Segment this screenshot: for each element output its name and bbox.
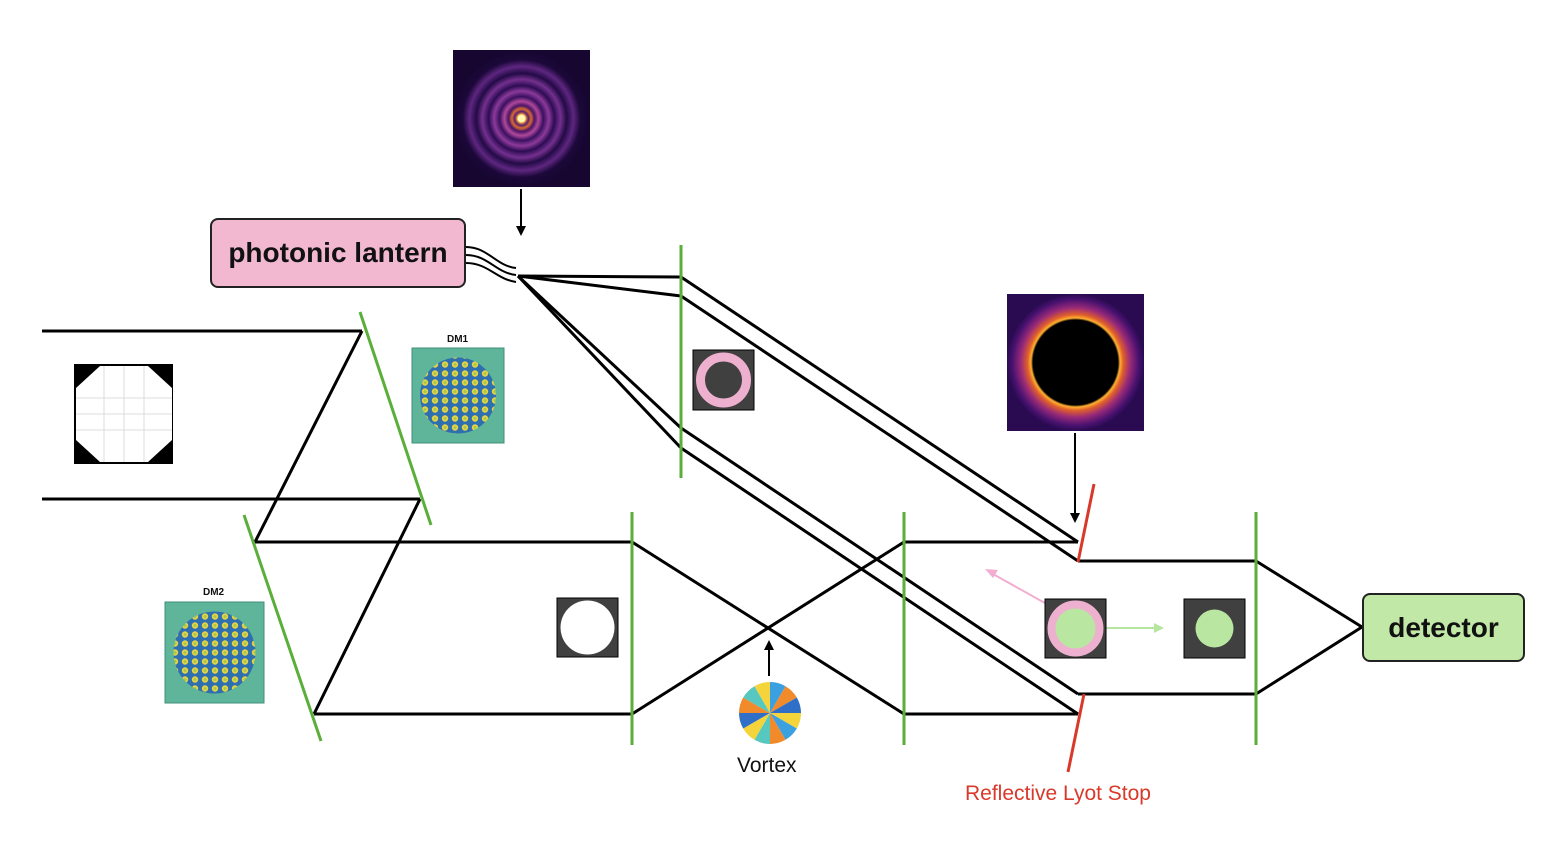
dm1-label: DM1 xyxy=(447,334,469,345)
dm1-deformable-mirror-hex-icon xyxy=(411,347,505,444)
lantern-beam-2 xyxy=(517,274,682,298)
dark-hole-psf-icon xyxy=(1007,294,1144,431)
detector-focus-b xyxy=(1255,625,1363,696)
dm1-dm2-beam-a xyxy=(253,330,364,543)
annular-mask-reflected-icon xyxy=(692,349,755,411)
lantern-beam-1 xyxy=(517,274,682,279)
lyot-stop-label: Reflective Lyot Stop xyxy=(965,782,1151,805)
reflected-beam-3 xyxy=(680,426,1079,696)
dm2-mirror xyxy=(242,514,323,742)
arrow-reflect-icon xyxy=(985,569,998,578)
dm1-dm2-beam-b xyxy=(312,498,422,715)
reflected-beam-4 xyxy=(680,446,1079,716)
vortex-phase-mask-icon xyxy=(739,682,801,744)
arrow-down-icon xyxy=(1070,513,1080,523)
arrow-transmit-icon xyxy=(1154,623,1164,633)
reflected-beam-1 xyxy=(680,275,1079,544)
lyot-stop-upper xyxy=(1076,483,1096,563)
lyot-stop-lower xyxy=(1066,693,1086,773)
airy-ring-psf-icon xyxy=(453,50,590,187)
lantern-beam-3 xyxy=(516,274,683,430)
lantern-beam-4 xyxy=(516,274,683,450)
photonic-lantern-label: photonic lantern xyxy=(228,237,448,268)
dm2-label: DM2 xyxy=(203,587,225,598)
transmitted-pupil-icon xyxy=(1183,598,1246,659)
segmented-hexagonal-pupil-icon xyxy=(74,364,173,464)
detector-focus-a xyxy=(1255,559,1363,629)
optics xyxy=(242,245,1258,773)
arrows xyxy=(516,189,1164,676)
pupil-mask-icon xyxy=(556,597,619,658)
beam-paths xyxy=(42,274,1363,716)
dm1-mirror xyxy=(358,311,433,526)
photonic-lantern-box: photonic lantern xyxy=(210,218,466,288)
lyot-stop-mask-icon xyxy=(1044,598,1107,659)
vortex-focus-b xyxy=(631,540,905,716)
arrow-down-icon xyxy=(516,226,526,236)
reflected-beam-2 xyxy=(680,294,1079,563)
dm2-deformable-mirror-hex-icon xyxy=(164,601,265,704)
vortex-label: Vortex xyxy=(737,754,797,777)
detector-label: detector xyxy=(1388,611,1499,643)
arrow-up-icon xyxy=(764,640,774,650)
detector-box: detector xyxy=(1362,593,1525,662)
lantern-fibers xyxy=(465,246,517,283)
